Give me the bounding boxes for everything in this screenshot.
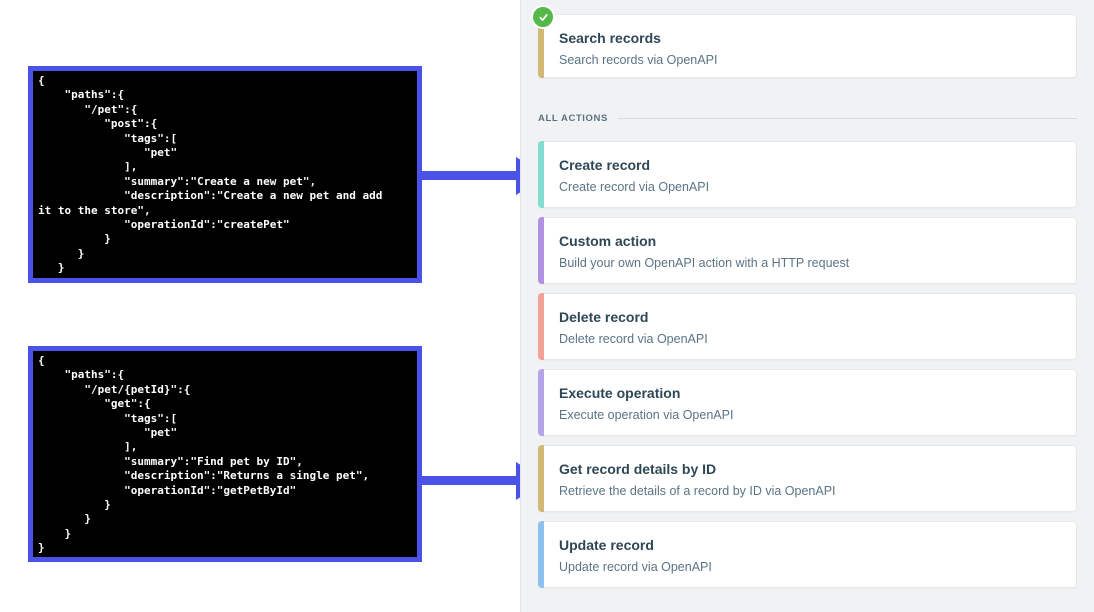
action-card-stripe <box>538 445 544 512</box>
action-card-title: Get record details by ID <box>559 461 717 477</box>
action-card-description: Update record via OpenAPI <box>559 560 712 574</box>
action-card-update-record[interactable]: Update record Update record via OpenAPI <box>538 521 1077 588</box>
action-card-stripe <box>538 141 544 208</box>
code-text-get-pet-by-id: { "paths":{ "/pet/{petId}":{ "get":{ "ta… <box>38 354 370 555</box>
section-divider <box>617 117 1077 119</box>
action-card-description: Create record via OpenAPI <box>559 180 710 194</box>
openapi-code-block-get-pet-by-id: { "paths":{ "/pet/{petId}":{ "get":{ "ta… <box>28 346 422 562</box>
action-card-stripe <box>538 293 544 360</box>
arrow-to-create-record <box>421 171 516 180</box>
all-actions-label: ALL ACTIONS <box>538 112 608 124</box>
action-card-description: Execute operation via OpenAPI <box>559 408 734 422</box>
action-card-title: Search records <box>559 30 661 46</box>
actions-panel: Search records Search records via OpenAP… <box>520 0 1094 612</box>
action-card-title: Custom action <box>559 233 657 249</box>
action-card-description: Delete record via OpenAPI <box>559 332 708 346</box>
action-card-title: Update record <box>559 537 654 553</box>
action-card-stripe <box>538 217 544 284</box>
action-card-stripe <box>538 369 544 436</box>
action-card-description: Build your own OpenAPI action with a HTT… <box>559 256 850 270</box>
code-text-create-pet: { "paths":{ "/pet":{ "post":{ "tags":[ "… <box>38 74 383 275</box>
action-list: Create record Create record via OpenAPI … <box>538 141 1077 588</box>
action-card-title: Execute operation <box>559 385 681 401</box>
action-card-title: Delete record <box>559 309 649 325</box>
all-actions-section-header: ALL ACTIONS <box>538 112 1077 124</box>
openapi-code-block-create-pet: { "paths":{ "/pet":{ "post":{ "tags":[ "… <box>28 66 422 283</box>
action-card-stripe <box>538 521 544 588</box>
action-card-stripe <box>538 14 544 78</box>
action-card-description: Search records via OpenAPI <box>559 53 718 67</box>
action-card-custom-action[interactable]: Custom action Build your own OpenAPI act… <box>538 217 1077 284</box>
action-card-create-record[interactable]: Create record Create record via OpenAPI <box>538 141 1077 208</box>
action-card-get-record-details-by-id[interactable]: Get record details by ID Retrieve the de… <box>538 445 1077 512</box>
arrow-to-get-record-details <box>421 476 516 485</box>
action-card-title: Create record <box>559 157 651 173</box>
action-card-execute-operation[interactable]: Execute operation Execute operation via … <box>538 369 1077 436</box>
action-card-description: Retrieve the details of a record by ID v… <box>559 484 836 498</box>
action-card-search-records[interactable]: Search records Search records via OpenAP… <box>531 5 1077 78</box>
action-card-delete-record[interactable]: Delete record Delete record via OpenAPI <box>538 293 1077 360</box>
check-circle-icon <box>531 5 555 29</box>
